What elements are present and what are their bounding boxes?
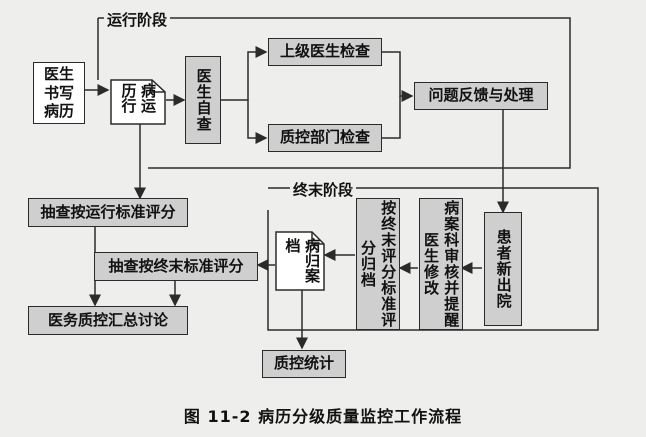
spot-check-run-standard-node: 抽查按运行标准评分 bbox=[28, 198, 188, 227]
qc-statistics-node: 质控统计 bbox=[262, 350, 346, 378]
doctor-self-check-node: 医生自查 bbox=[185, 56, 221, 144]
doctor-write-record-node: 医生书写病历 bbox=[33, 62, 85, 124]
patient-discharge-node: 患者新出院 bbox=[484, 212, 522, 326]
spot-check-final-standard-node: 抽查按终末标准评分 bbox=[94, 252, 258, 281]
running-record-node: 病运历行 bbox=[119, 83, 158, 113]
run-stage-frame bbox=[98, 17, 571, 169]
final-standard-score-archive-node: 按终末评分标准评分归档 bbox=[356, 198, 400, 330]
qc-dept-check-node: 质控部门检查 bbox=[268, 124, 382, 152]
qc-summary-meeting-node: 医务质控汇总讨论 bbox=[28, 306, 188, 335]
archive-doc-shape bbox=[275, 231, 325, 291]
figure-caption: 图 11-2 病历分级质量监控工作流程 bbox=[183, 407, 463, 426]
medical-records-dept-review-node: 病案科审核并提醒医生修改 bbox=[419, 198, 463, 330]
arrow-selfcheck-to-qc bbox=[247, 100, 268, 144]
final-stage-frame bbox=[267, 187, 599, 331]
feedback-handling-node: 问题反馈与处理 bbox=[414, 82, 548, 110]
arrow-selfcheck-to-superior bbox=[221, 46, 268, 101]
archive-record-node: 病归案档 bbox=[283, 238, 322, 283]
superior-doctor-check-node: 上级医生检查 bbox=[268, 38, 382, 66]
run-stage-label: 运行阶段 bbox=[104, 9, 171, 30]
arrow-superior-to-feedback bbox=[382, 51, 414, 102]
final-stage-label: 终末阶段 bbox=[290, 179, 357, 200]
